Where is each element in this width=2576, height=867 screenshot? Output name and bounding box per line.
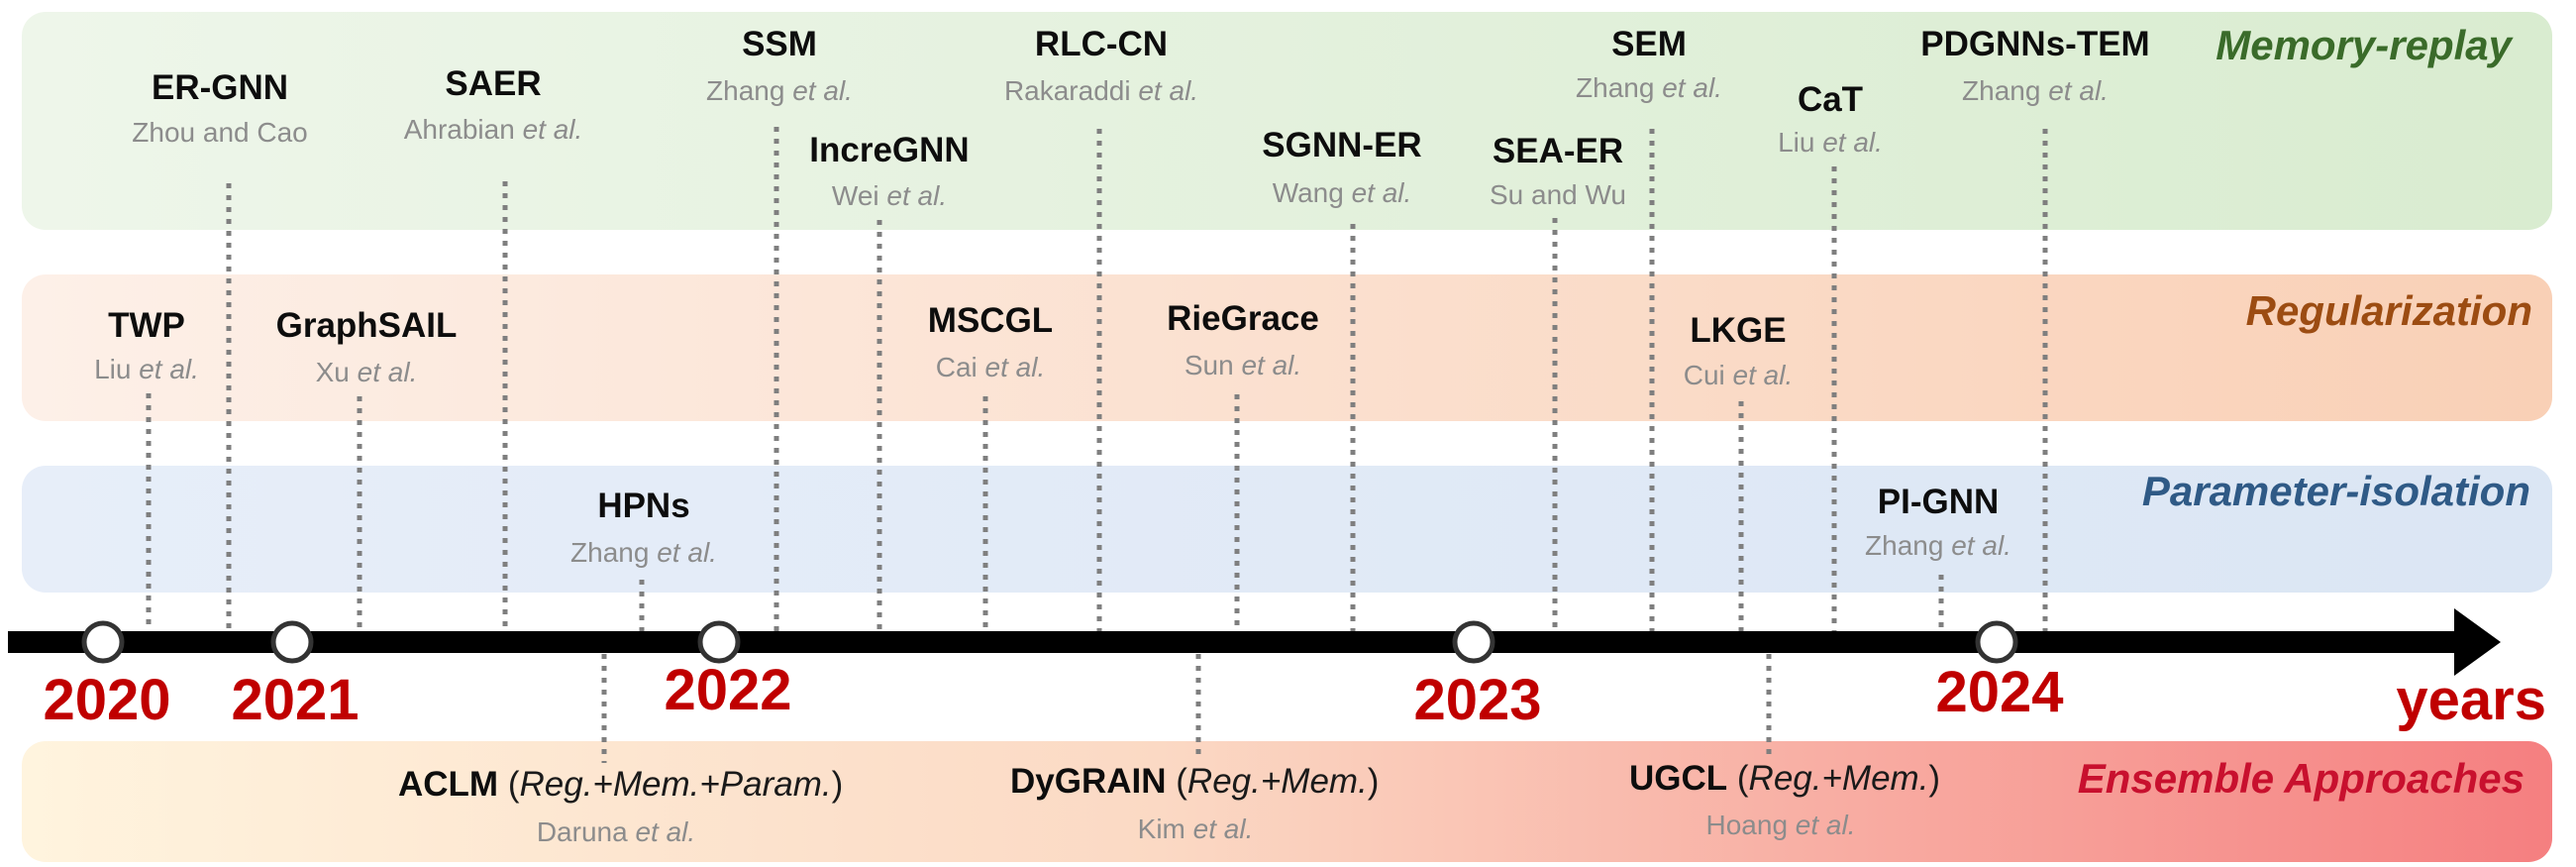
- method-sem: SEM Zhang et al.: [1576, 25, 1722, 103]
- year-marker-2024: [1975, 620, 2018, 664]
- method-name: SEM: [1611, 25, 1687, 63]
- method-author: Zhang et al.: [706, 75, 853, 106]
- method-author: Zhang et al.: [1576, 72, 1722, 103]
- method-author: Xu et al.: [316, 357, 418, 387]
- method-author: Zhang et al.: [570, 537, 717, 568]
- method-hpns: HPNs Zhang et al.: [570, 487, 717, 568]
- method-cat: CaT Liu et al.: [1778, 80, 1883, 158]
- method-pdgnns-tem: PDGNNs-TEM Zhang et al.: [1920, 25, 2149, 106]
- method-twp: TWP Liu et al.: [94, 306, 199, 384]
- method-name: DyGRAIN (Reg.+Mem.): [1010, 762, 1379, 801]
- method-aclm: ACLM (Reg.+Mem.+Param.) Daruna et al.: [398, 765, 843, 847]
- method-author: Wei et al.: [832, 180, 947, 211]
- method-pi-gnn: PI-GNN Zhang et al.: [1865, 483, 2011, 561]
- year-markers: [81, 620, 2018, 664]
- method-name: SEA-ER: [1493, 132, 1623, 170]
- ensemble-approaches-band: [22, 741, 2552, 862]
- method-author: Zhou and Cao: [132, 117, 307, 148]
- method-name: RieGrace: [1167, 299, 1319, 338]
- method-graphsail: GraphSAIL Xu et al.: [276, 306, 458, 387]
- year-marker-2021: [270, 620, 314, 664]
- method-saer: SAER Ahrabian et al.: [404, 64, 583, 145]
- method-author: Su and Wu: [1490, 179, 1626, 210]
- method-author: Zhang et al.: [1865, 530, 2011, 561]
- method-name: MSCGL: [928, 301, 1053, 340]
- memory-replay-band: [22, 12, 2552, 230]
- year-label-2020: 2020: [43, 668, 170, 732]
- method-name: PI-GNN: [1878, 483, 2000, 521]
- method-author: Cui et al.: [1684, 360, 1794, 390]
- year-label-2023: 2023: [1413, 668, 1541, 732]
- method-dygrain: DyGRAIN (Reg.+Mem.) Kim et al.: [1010, 762, 1379, 844]
- year-label-2021: 2021: [231, 668, 359, 732]
- category-label-ensemble: Ensemble Approaches: [2078, 755, 2524, 802]
- year-label-2022: 2022: [664, 658, 791, 722]
- method-author: Zhang et al.: [1962, 75, 2109, 106]
- method-mscgl: MSCGL Cai et al.: [928, 301, 1053, 382]
- axis-unit-label: years: [2396, 668, 2546, 732]
- method-rlc-cn: RLC-CN Rakaraddi et al.: [1004, 25, 1198, 106]
- year-marker-2022: [697, 620, 741, 664]
- method-name: GraphSAIL: [276, 306, 458, 345]
- method-author: Liu et al.: [94, 354, 199, 384]
- method-name: SAER: [445, 64, 541, 103]
- method-author: Rakaraddi et al.: [1004, 75, 1198, 106]
- method-author: Hoang et al.: [1706, 810, 1856, 840]
- method-name: LKGE: [1690, 311, 1786, 350]
- method-author: Cai et al.: [936, 352, 1046, 382]
- method-name: SGNN-ER: [1262, 126, 1421, 164]
- method-name: RLC-CN: [1035, 25, 1168, 63]
- method-sgnn-er: SGNN-ER Wang et al.: [1262, 126, 1421, 208]
- category-label-memory: Memory-replay: [2215, 22, 2514, 68]
- method-name: IncreGNN: [809, 131, 969, 169]
- method-sea-er: SEA-ER Su and Wu: [1490, 132, 1626, 210]
- method-ugcl: UGCL (Reg.+Mem.) Hoang et al.: [1629, 759, 1940, 840]
- category-label-regularization: Regularization: [2246, 287, 2532, 334]
- connector-lines: [146, 127, 2048, 763]
- method-ssm: SSM Zhang et al.: [706, 25, 853, 106]
- method-author: Ahrabian et al.: [404, 114, 583, 145]
- method-er-gnn: ER-GNN Zhou and Cao: [132, 68, 307, 148]
- method-riegrace: RieGrace Sun et al.: [1167, 299, 1319, 380]
- method-name: HPNs: [597, 487, 689, 525]
- method-name: CaT: [1798, 80, 1863, 119]
- method-author: Daruna et al.: [537, 816, 695, 847]
- method-author: Liu et al.: [1778, 127, 1883, 158]
- method-name: PDGNNs-TEM: [1920, 25, 2149, 63]
- category-label-parameter: Parameter-isolation: [2142, 468, 2530, 514]
- year-label-2024: 2024: [1935, 660, 2063, 724]
- method-name: ACLM (Reg.+Mem.+Param.): [398, 765, 843, 804]
- method-name: ER-GNN: [152, 68, 288, 107]
- timeline-axis: [8, 631, 2464, 653]
- year-marker-2023: [1452, 620, 1495, 664]
- method-lkge: LKGE Cui et al.: [1684, 311, 1794, 390]
- timeline-arrowhead: [2454, 608, 2501, 676]
- regularization-band: [22, 274, 2552, 421]
- method-author: Wang et al.: [1273, 177, 1412, 208]
- parameter-isolation-band: [22, 466, 2552, 593]
- method-name: UGCL (Reg.+Mem.): [1629, 759, 1940, 798]
- method-incregnn: IncreGNN Wei et al.: [809, 131, 969, 211]
- method-name: TWP: [108, 306, 185, 345]
- method-author: Sun et al.: [1185, 350, 1301, 380]
- method-name: SSM: [742, 25, 817, 63]
- year-marker-2020: [81, 620, 125, 664]
- method-author: Kim et al.: [1138, 813, 1254, 844]
